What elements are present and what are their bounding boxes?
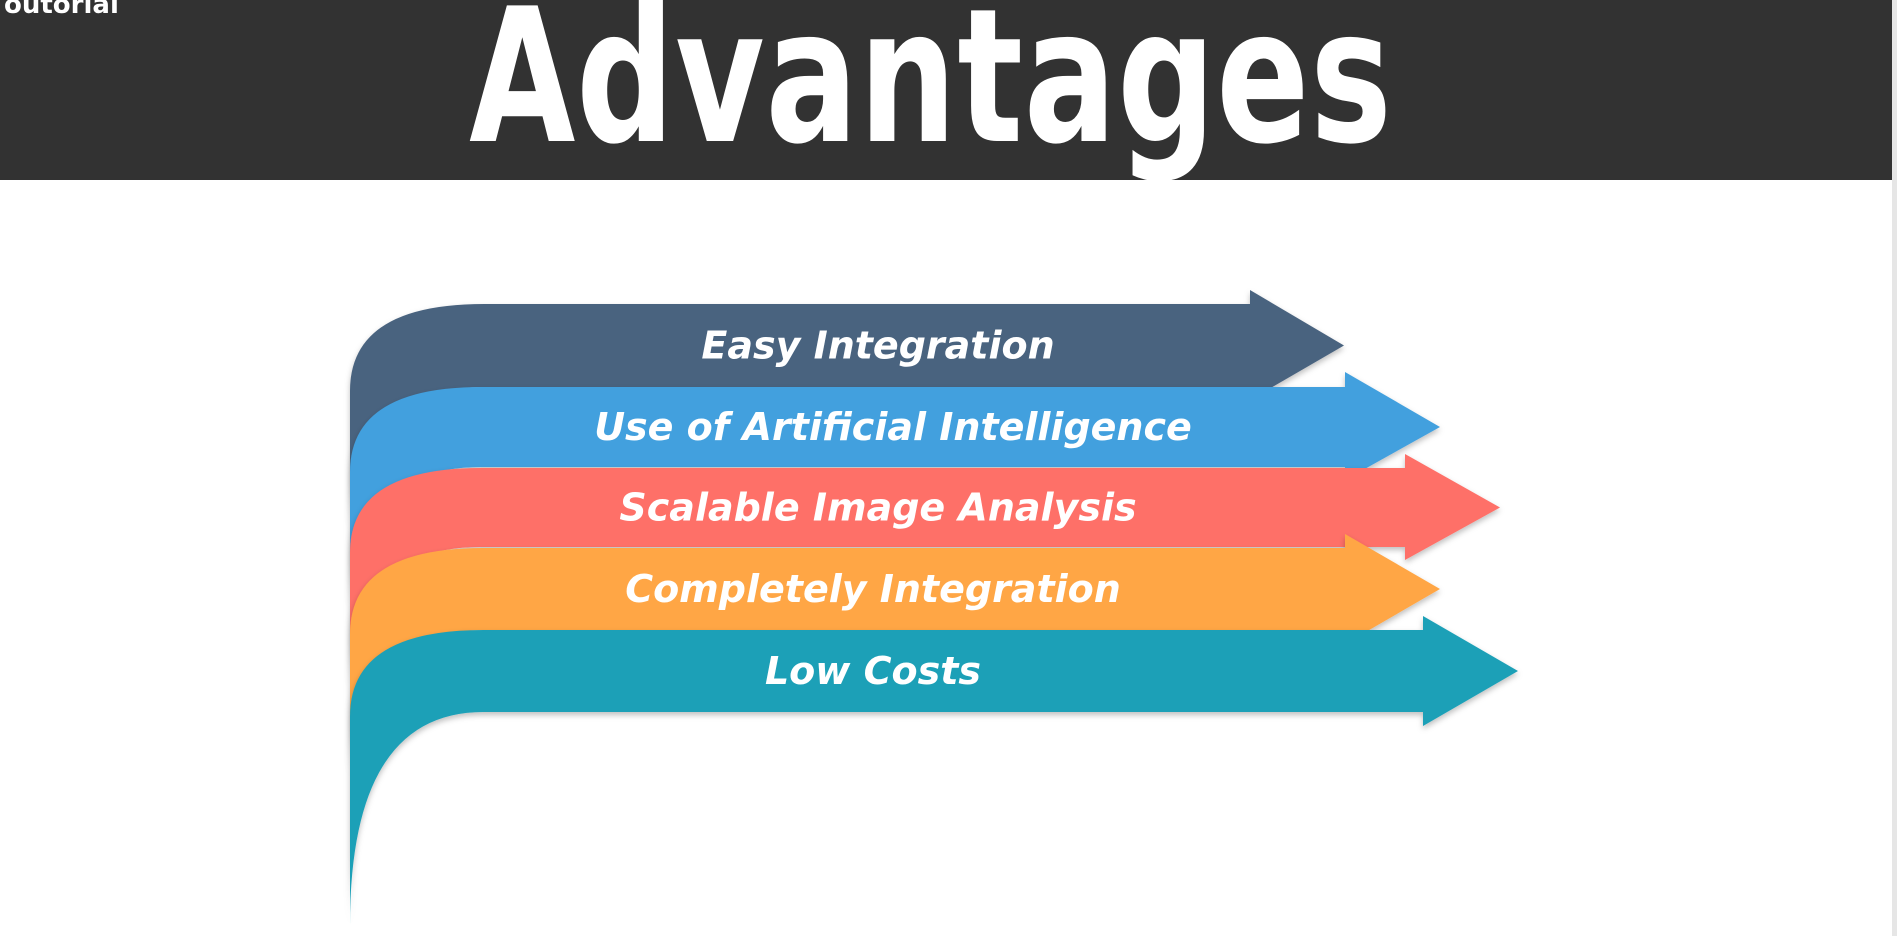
arrow-shape-2 [350, 372, 1440, 610]
slide-title: Advantages [469, 0, 1393, 180]
slide-right-edge [1892, 0, 1897, 936]
arrow-label-4: Completely Integration [625, 567, 1121, 611]
arrow-shape-1 [350, 290, 1344, 530]
arrow-label-3: Scalable Image Analysis [619, 486, 1136, 530]
arrow-label-2: Use of Artificial Intelligence [594, 405, 1192, 449]
arrow-shape-4 [350, 534, 1440, 775]
arrow-label-1: Easy Integration [701, 324, 1054, 368]
arrow-shape-5 [350, 616, 1518, 925]
arrow-label-5: Low Costs [765, 649, 981, 693]
arrow-shape-3 [350, 454, 1500, 690]
slide-header: outorial Advantages [0, 0, 1897, 180]
header-fragment-text: outorial [4, 0, 119, 20]
